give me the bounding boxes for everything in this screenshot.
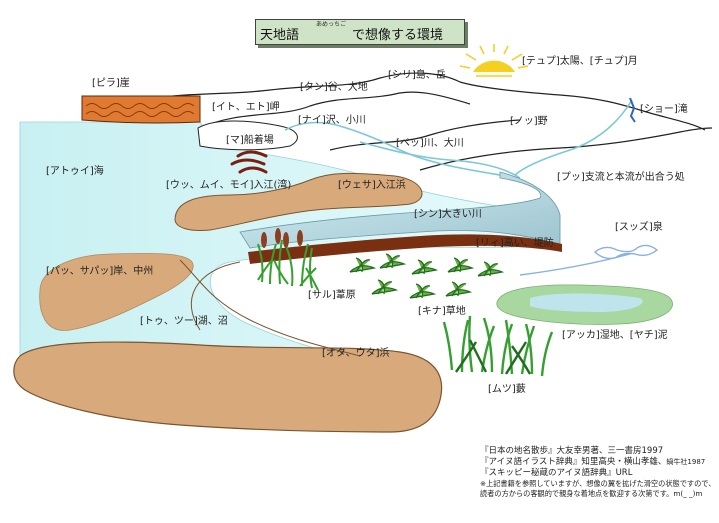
reference-2: 『アイヌ語イラスト辞典』知里高央・横山孝雄、蝸牛社1987 [480,457,716,468]
label-atui: [アトゥイ]海 [46,166,104,177]
label-usa: [ウェサ]入江浜 [338,180,406,191]
title-rest: で想像する環境 [352,28,444,43]
label-sus: [スッズ]泉 [615,222,663,233]
label-kina: [キナ]草地 [418,306,466,317]
reference-2-main: 『アイヌ語イラスト辞典』知里高央・横山孝雄、 [480,457,667,467]
waterfall-icon [629,97,636,123]
marsh-water [530,293,643,312]
label-shiri: [シリ]島、岳 [388,70,446,81]
reference-2-publisher: 蝸牛社1987 [666,458,706,466]
lake-shore [190,261,241,331]
reference-note: ※上記書籍を参照していますが、想像の翼を拡げた滑空の状態ですので、読者の方からの… [480,479,716,498]
label-putu: [プッ]支流と本流が出合う処 [557,172,685,183]
mountain-ridge [139,72,706,131]
reed-field [257,228,319,291]
label-itu: [イト、エト]岬 [212,102,280,113]
label-tan: [タン]谷、大地 [300,82,368,93]
label-pira: [ピラ]崖 [92,78,130,89]
cliff [81,95,201,124]
grassland [349,253,505,299]
label-sar: [サル]葦原 [308,290,356,301]
label-nupuri: [ノッ]野 [510,116,548,127]
thicket [442,315,554,377]
big-beach [13,341,443,433]
title-main: 天地語 [260,28,300,43]
stream-pet [359,141,521,179]
spring [519,244,659,276]
label-nai: [ナイ]沢、小川 [298,115,366,126]
boat-landing-marks [230,150,268,174]
sun-icon [459,44,529,77]
stream-waterfall [514,99,633,176]
label-ota: [オタ、ウタ]浜 [322,348,390,359]
label-pa: [パッ、サパッ]岸、中州 [46,266,154,277]
sea [19,121,561,371]
title-box: 天地語 あめっちご で想像する環境 [255,19,465,45]
title-ruby: あめっちご [316,21,347,28]
label-shin: [シン]大きい川 [414,209,482,220]
label-ri: [リィ]高い、堤防 [476,238,554,249]
levee [248,234,562,264]
label-us: [ウッ、ムイ、モイ]入江(湾) [166,180,292,191]
references: 『日本の地名散歩』大友幸男著、三一書房1997 『アイヌ語イラスト辞典』知里高央… [480,446,716,498]
label-sho: [ショー]滝 [640,104,688,115]
cliff-texture [85,103,195,117]
plain-line [329,119,521,151]
label-akka: [アッカ]湿地、[ヤチ]泥 [562,330,668,341]
valley-ridge [199,91,471,129]
inlet-beach [174,172,423,231]
stream-nai [284,121,501,176]
beach-lake-edge [179,259,361,357]
label-tupu: [テュプ]太陽、[チュプ]月 [522,56,638,67]
reference-1: 『日本の地名散歩』大友幸男著、三一書房1997 [480,446,664,456]
sandbar [39,252,194,331]
label-ma: [マ]船着場 [226,135,274,146]
label-mutsu: [ムツ]藪 [488,384,526,395]
reference-3: 『スキッピー秘蔵のアイヌ語辞典』URL [480,468,633,478]
label-pet: [ペッ]川、大川 [396,138,464,149]
cape [197,120,298,151]
label-to: [トゥ、ツー]湖、沼 [140,316,228,327]
field-line [419,127,713,171]
